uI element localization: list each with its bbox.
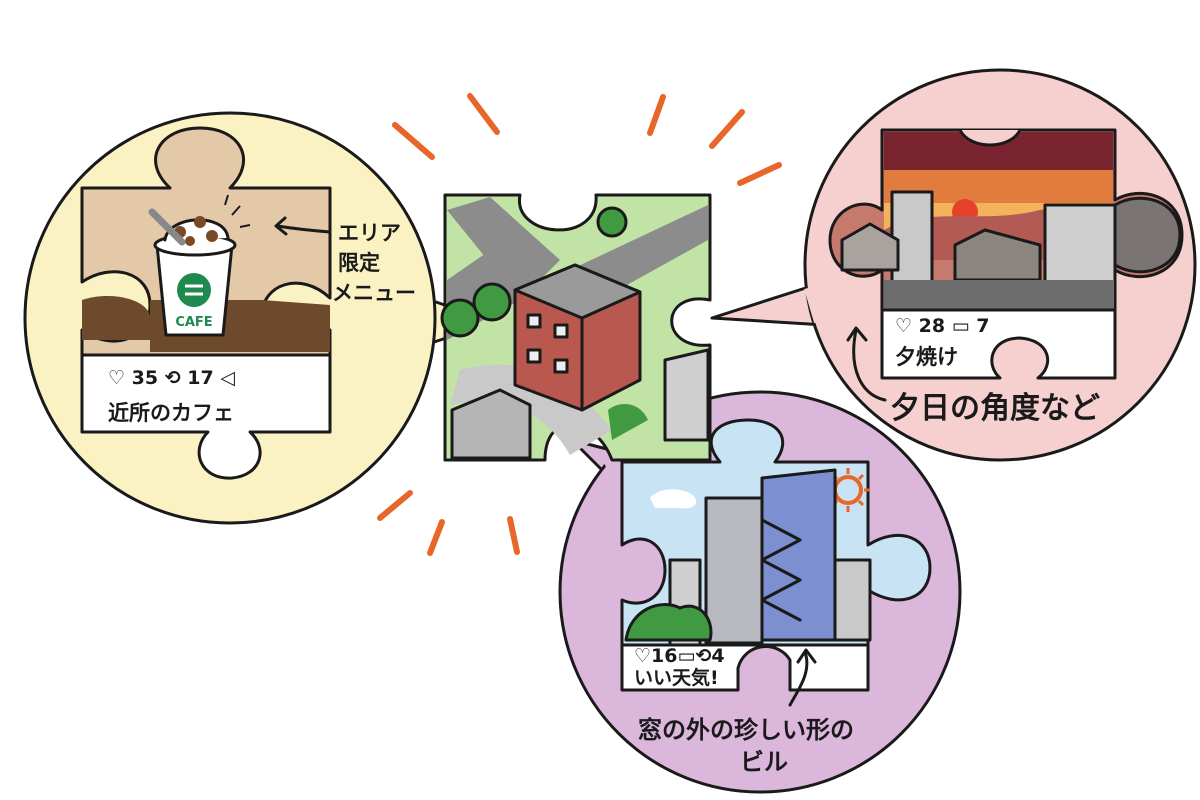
coffee-cup-icon: CAFE [148, 194, 251, 337]
sunset-caption: 夕焼け [895, 345, 958, 369]
cafe-caption: 近所のカフェ [108, 401, 234, 425]
central-town-map-puzzle-piece [440, 193, 712, 462]
sunset-photo-puzzle-piece: ♡ 28 ▭ 7 夕焼け [828, 128, 1184, 380]
annotation-cafe-line2: 限定 [338, 251, 380, 275]
cafe-annotation: エリア 限定 メニュー [274, 216, 416, 305]
sunset-annotation: 夕日の角度など [846, 326, 1100, 426]
annotation-building-line1: 窓の外の珍しい形の [638, 716, 854, 744]
sunset-like-count: ♡ 28 ▭ 7 [895, 315, 990, 337]
annotation-cafe-line1: エリア [338, 221, 401, 245]
building-caption: いい天気! [634, 666, 719, 689]
annotation-cafe-line3: メニュー [332, 281, 416, 305]
annotation-building-line2: ビル [740, 748, 788, 776]
building-annotation: 窓の外の珍しい形の ビル [638, 648, 854, 776]
cup-brand-label: CAFE [175, 315, 212, 330]
cafe-photo-puzzle-piece: CAFE ♡ 35 ⟲ 17 ◁ 近所のカフェ [80, 126, 332, 480]
burst-rays [377, 93, 782, 556]
building-like-count: ♡16▭⟲4 [634, 645, 725, 667]
cafe-like-count: ♡ 35 ⟲ 17 ◁ [108, 367, 235, 389]
building-photo-puzzle-piece: ♡16▭⟲4 いい天気! [620, 418, 932, 692]
annotation-sunset: 夕日の角度など [890, 391, 1100, 426]
